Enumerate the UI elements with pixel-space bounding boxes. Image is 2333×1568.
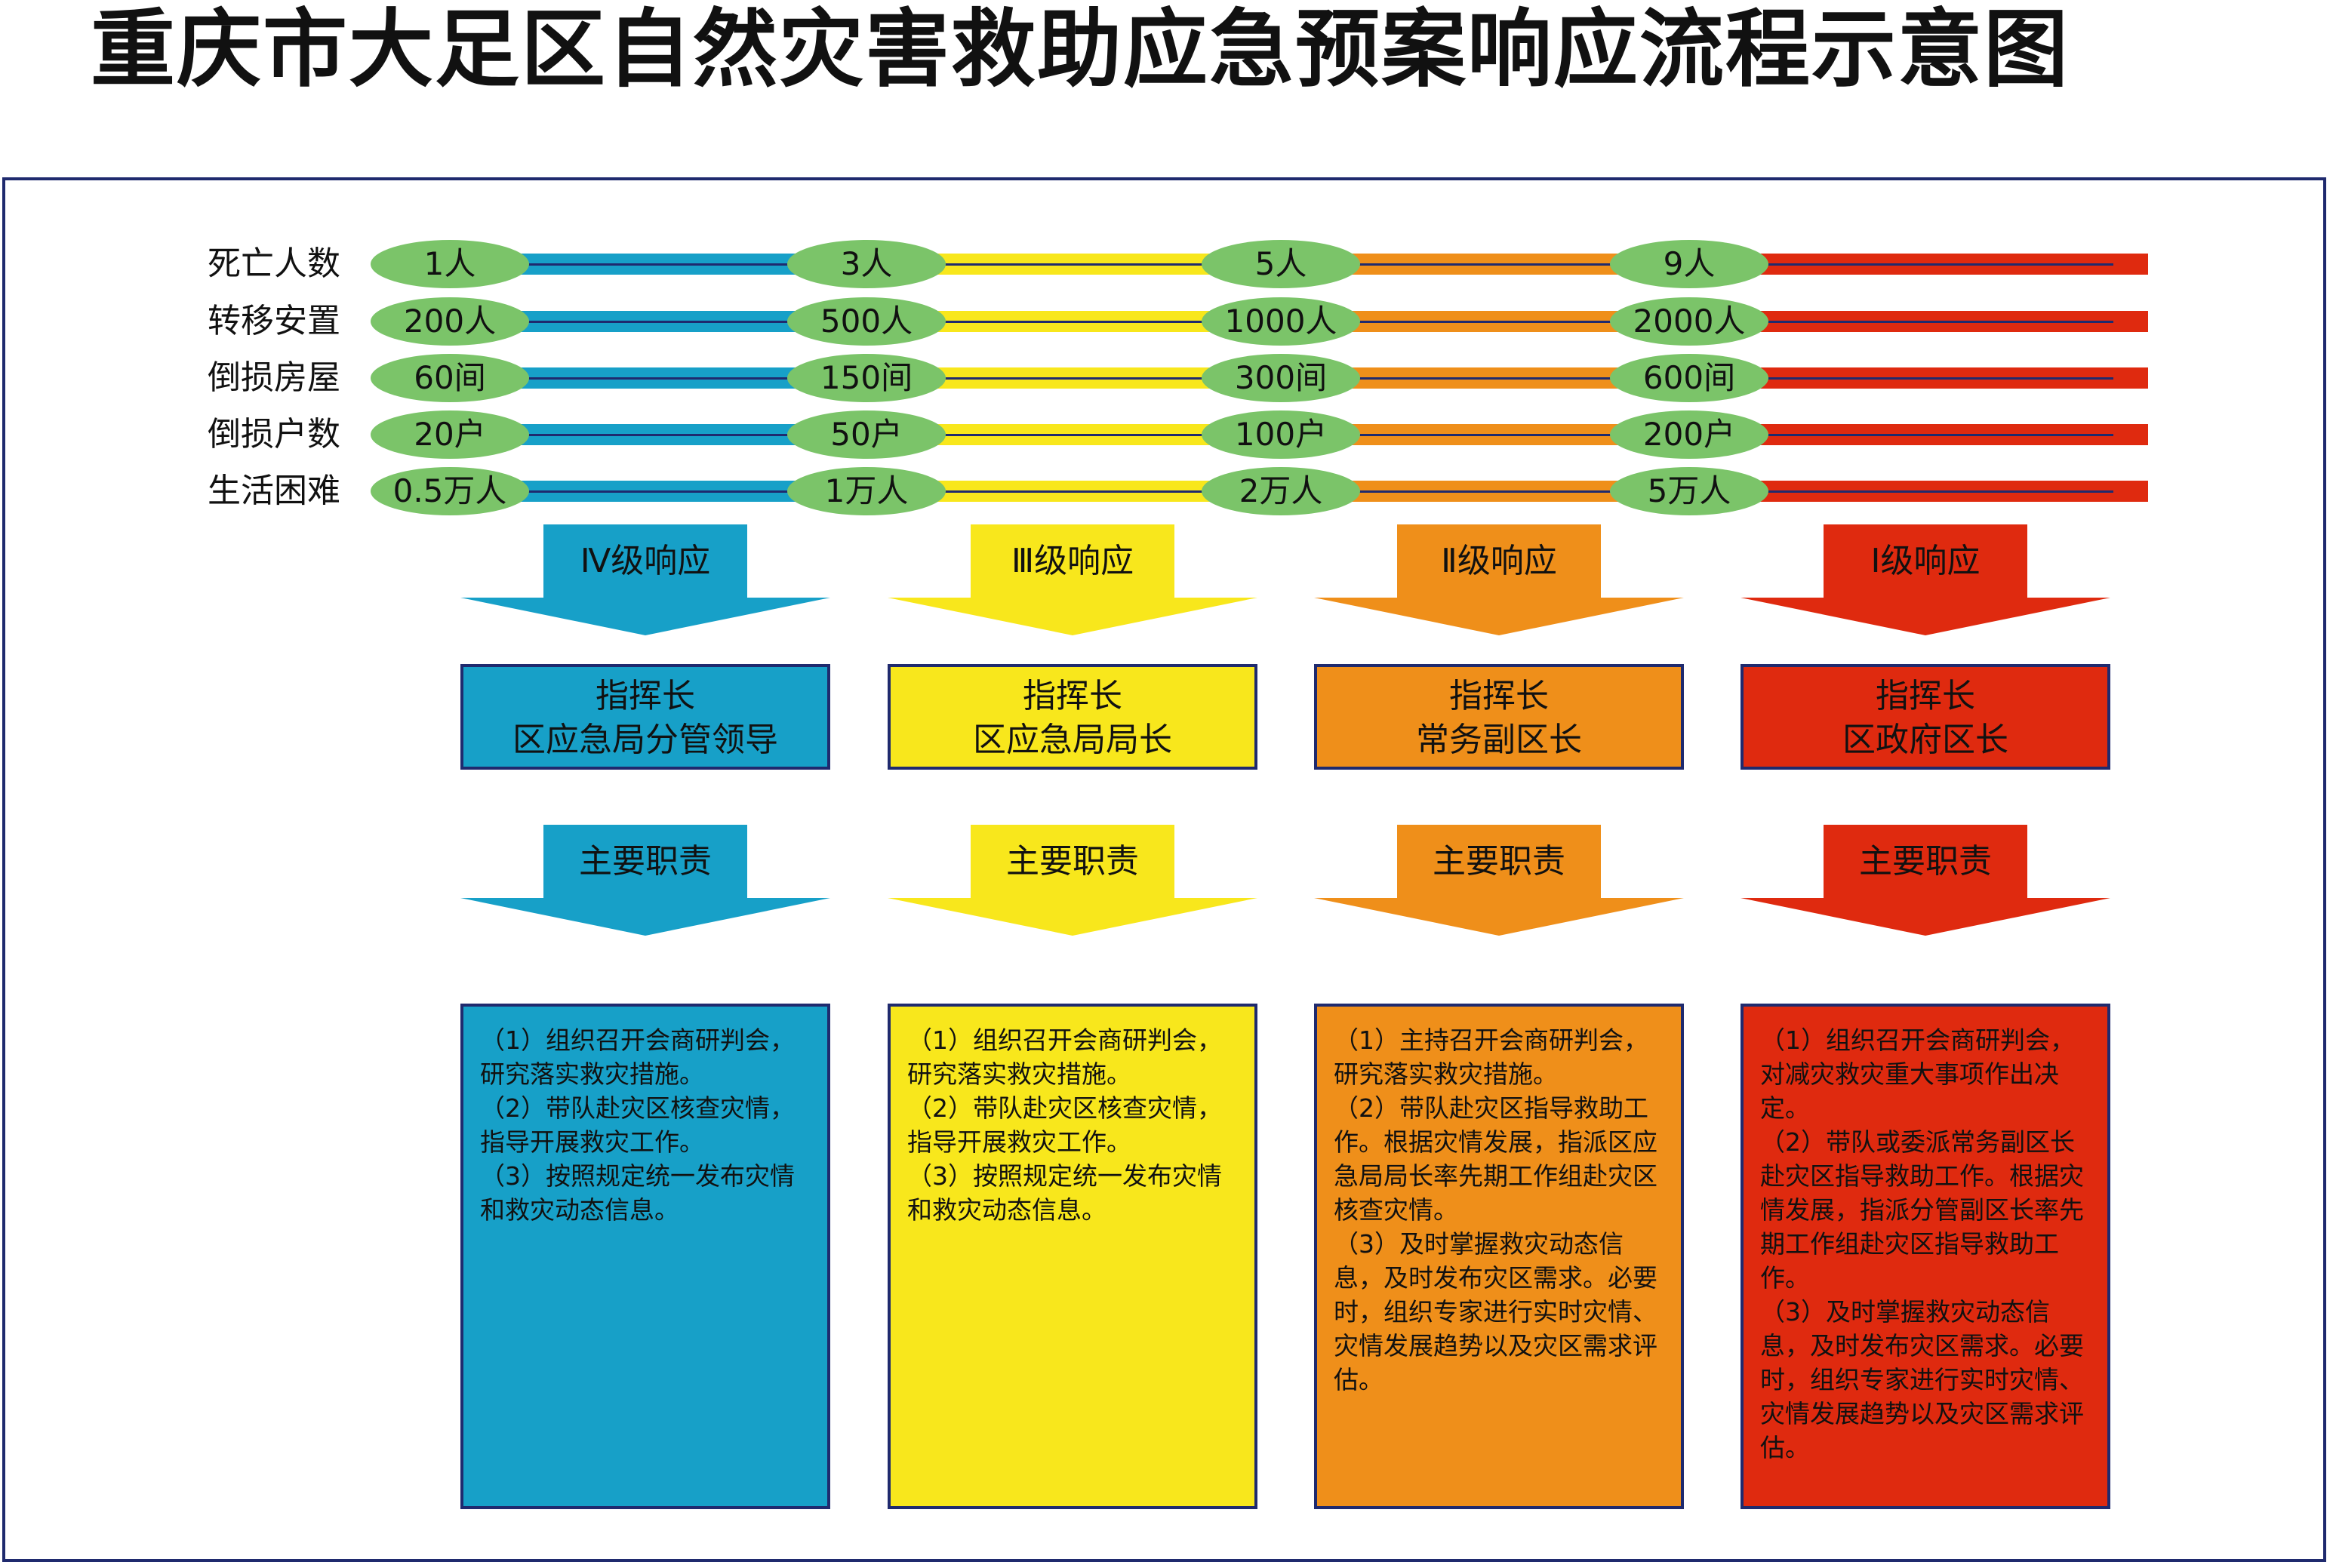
threshold-value-pill: 2000人 bbox=[1610, 297, 1768, 346]
commander-name: 区应急局局长 bbox=[973, 721, 1172, 759]
duties-arrow bbox=[1741, 898, 2110, 936]
page-title: 重庆市大足区自然灾害救助应急预案响应流程示意图 bbox=[91, 0, 2070, 99]
duties-arrow bbox=[1314, 898, 1684, 936]
duty-item: （1）组织召开会商研判会，研究落实救灾措施。 bbox=[480, 1025, 795, 1089]
threshold-value-pill: 150间 bbox=[787, 354, 946, 402]
duty-item: （2）带队赴灾区核查灾情，指导开展救灾工作。 bbox=[907, 1093, 1222, 1157]
response-level-label: Ⅲ级响应 bbox=[971, 524, 1174, 598]
duty-item: （1）主持召开会商研判会，研究落实救灾措施。 bbox=[1334, 1025, 1648, 1089]
response-level-arrow bbox=[1314, 598, 1684, 635]
threshold-value-pill: 600间 bbox=[1610, 354, 1768, 402]
threshold-row-label: 倒损房屋 bbox=[208, 358, 340, 397]
duty-item: （2）带队赴灾区核查灾情，指导开展救灾工作。 bbox=[480, 1093, 795, 1157]
duty-item: （3）按照规定统一发布灾情和救灾动态信息。 bbox=[907, 1161, 1222, 1225]
threshold-value-pill: 200人 bbox=[371, 297, 529, 346]
threshold-value-pill: 200户 bbox=[1610, 410, 1768, 459]
threshold-value-pill: 5万人 bbox=[1610, 467, 1768, 515]
commander-name: 区政府区长 bbox=[1842, 721, 2008, 759]
diagram-frame bbox=[2, 177, 2326, 1562]
threshold-value-pill: 5人 bbox=[1202, 240, 1360, 288]
threshold-value-pill: 0.5万人 bbox=[371, 467, 529, 515]
commander-box: 指挥长常务副区长 bbox=[1314, 664, 1684, 770]
duties-heading: 主要职责 bbox=[543, 825, 747, 899]
threshold-value-pill: 1000人 bbox=[1202, 297, 1360, 346]
response-level-arrow bbox=[1741, 598, 2110, 635]
threshold-value-pill: 60间 bbox=[371, 354, 529, 402]
duty-item: （2）带队赴灾区指导救助工作。根据灾情发展，指派区应急局局长率先期工作组赴灾区核… bbox=[1334, 1093, 1657, 1225]
threshold-value-pill: 500人 bbox=[787, 297, 946, 346]
duties-arrow bbox=[460, 898, 830, 936]
duties-arrow bbox=[888, 898, 1257, 936]
commander-name: 区应急局分管领导 bbox=[512, 721, 778, 759]
response-level-arrow bbox=[888, 598, 1257, 635]
threshold-value-pill: 1人 bbox=[371, 240, 529, 288]
commander-name: 常务副区长 bbox=[1416, 721, 1582, 759]
duties-box: （1）组织召开会商研判会，研究落实救灾措施。（2）带队赴灾区核查灾情，指导开展救… bbox=[888, 1004, 1257, 1509]
threshold-value-pill: 20户 bbox=[371, 410, 529, 459]
duties-heading: 主要职责 bbox=[971, 825, 1174, 899]
duty-item: （1）组织召开会商研判会，对减灾救灾重大事项作出决定。 bbox=[1760, 1025, 2075, 1123]
duties-box: （1）组织召开会商研判会，对减灾救灾重大事项作出决定。（2）带队或委派常务副区长… bbox=[1741, 1004, 2110, 1509]
threshold-value-pill: 100户 bbox=[1202, 410, 1360, 459]
commander-title: 指挥长 bbox=[1449, 677, 1549, 715]
threshold-value-pill: 2万人 bbox=[1202, 467, 1360, 515]
commander-box: 指挥长区应急局局长 bbox=[888, 664, 1257, 770]
threshold-value-pill: 300间 bbox=[1202, 354, 1360, 402]
duties-box: （1）组织召开会商研判会，研究落实救灾措施。（2）带队赴灾区核查灾情，指导开展救… bbox=[460, 1004, 830, 1509]
response-level-label: Ⅱ级响应 bbox=[1397, 524, 1601, 598]
commander-title: 指挥长 bbox=[1023, 677, 1122, 715]
commander-box: 指挥长区应急局分管领导 bbox=[460, 664, 830, 770]
threshold-value-pill: 50户 bbox=[787, 410, 946, 459]
duties-heading: 主要职责 bbox=[1824, 825, 2027, 899]
duties-heading: 主要职责 bbox=[1397, 825, 1601, 899]
threshold-row-label: 生活困难 bbox=[208, 472, 340, 510]
threshold-row-label: 倒损户数 bbox=[208, 415, 340, 453]
commander-title: 指挥长 bbox=[1876, 677, 1975, 715]
threshold-value-pill: 3人 bbox=[787, 240, 946, 288]
threshold-row-label: 转移安置 bbox=[208, 302, 340, 340]
duty-item: （3）及时掌握救灾动态信息，及时发布灾区需求。必要时，组织专家进行实时灾情、灾情… bbox=[1760, 1297, 2084, 1462]
threshold-row-label: 死亡人数 bbox=[208, 244, 340, 283]
response-level-label: Ⅳ级响应 bbox=[543, 524, 747, 598]
response-level-label: Ⅰ级响应 bbox=[1824, 524, 2027, 598]
duty-item: （1）组织召开会商研判会，研究落实救灾措施。 bbox=[907, 1025, 1222, 1089]
duty-item: （3）及时掌握救灾动态信息，及时发布灾区需求。必要时，组织专家进行实时灾情、灾情… bbox=[1334, 1229, 1657, 1394]
duty-item: （3）按照规定统一发布灾情和救灾动态信息。 bbox=[480, 1161, 795, 1225]
threshold-value-pill: 9人 bbox=[1610, 240, 1768, 288]
threshold-value-pill: 1万人 bbox=[787, 467, 946, 515]
response-level-arrow bbox=[460, 598, 830, 635]
duties-box: （1）主持召开会商研判会，研究落实救灾措施。（2）带队赴灾区指导救助工作。根据灾… bbox=[1314, 1004, 1684, 1509]
commander-title: 指挥长 bbox=[596, 677, 695, 715]
duty-item: （2）带队或委派常务副区长赴灾区指导救助工作。根据灾情发展，指派分管副区长率先期… bbox=[1760, 1127, 2084, 1293]
commander-box: 指挥长区政府区长 bbox=[1741, 664, 2110, 770]
